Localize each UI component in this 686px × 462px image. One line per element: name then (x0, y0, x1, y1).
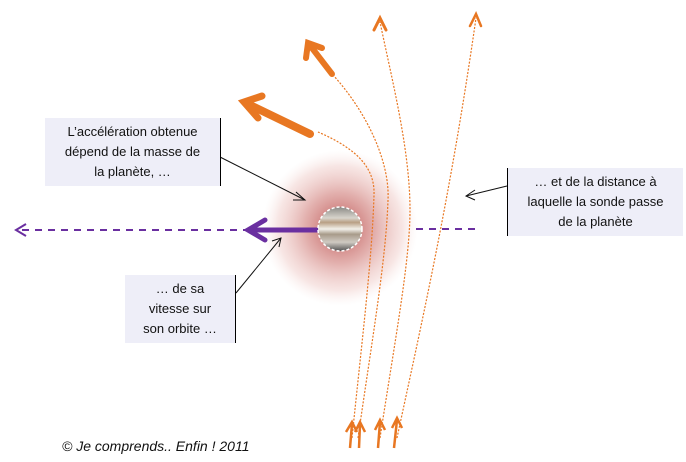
pointer-speed-head (271, 237, 282, 248)
callout-speed-line-2: vitesse sur (148, 301, 212, 316)
callout-distance-line-1: … et de la distance à (534, 174, 657, 189)
deflection-arrowhead-1 (237, 92, 266, 122)
deflection-arrow-2 (309, 45, 335, 77)
callout-mass: L’accélération obtenue dépend de la mass… (45, 118, 221, 186)
trajectory-2 (332, 74, 389, 439)
trajectory-3 (379, 21, 411, 439)
callout-speed-line-3: son orbite … (143, 321, 217, 336)
pointer-lines (219, 156, 508, 294)
deflection-arrows (237, 10, 483, 138)
incoming-arrow-2 (353, 419, 367, 449)
incoming-arrow-4 (390, 415, 404, 449)
pointer-distance (465, 185, 508, 197)
orbit-arrowhead (14, 223, 27, 237)
deflection-arrowhead-2 (303, 38, 325, 61)
callout-speed-line-1: … de sa (155, 281, 205, 296)
deflection-arrow-1 (246, 101, 314, 138)
callout-mass-line-3: la planète, … (94, 164, 171, 179)
trajectory-4 (396, 17, 477, 439)
exit-arrowhead-4 (468, 10, 483, 28)
callout-mass-line-2: dépend de la masse de (64, 144, 201, 159)
incoming-arrow-1 (344, 419, 359, 449)
callout-distance-line-3: de la planète (558, 214, 633, 229)
exit-arrowhead-3 (372, 14, 388, 32)
callout-speed: … de sa vitesse sur son orbite … (125, 275, 236, 343)
trajectory-1 (317, 131, 375, 439)
callout-distance: … et de la distance à laquelle la sonde … (507, 168, 683, 236)
incoming-arrow-3 (373, 417, 387, 449)
pointer-mass-head (293, 191, 307, 201)
callout-mass-line-1: L’accélération obtenue (67, 124, 198, 139)
copyright-footer: © Je comprends.. Enfin ! 2011 (62, 438, 250, 454)
pointer-distance-head (464, 189, 476, 201)
pointer-mass (219, 156, 306, 201)
planet-velocity-arrowhead (243, 217, 268, 243)
callout-distance-line-2: laquelle la sonde passe (527, 194, 664, 209)
incoming-arrows (344, 415, 404, 449)
pointer-speed (235, 237, 282, 294)
probe-trajectories (317, 17, 477, 439)
jupiter-planet (317, 206, 363, 252)
